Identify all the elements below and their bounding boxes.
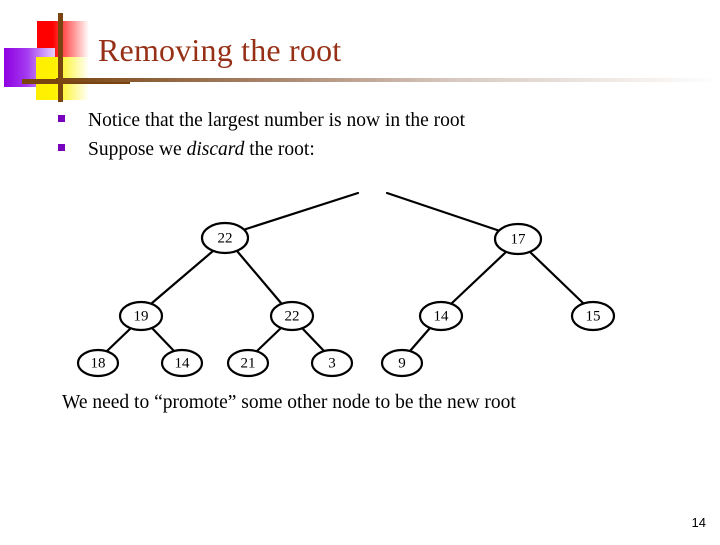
title-underline-rule bbox=[56, 78, 720, 82]
tree-edge bbox=[105, 326, 133, 353]
tree-edge bbox=[385, 191, 502, 233]
tree-edge bbox=[450, 250, 508, 305]
tree-node-label: 19 bbox=[133, 308, 149, 325]
tree-node-circle bbox=[570, 300, 616, 332]
tree-node-label: 14 bbox=[433, 308, 449, 325]
bullet-square-icon bbox=[58, 144, 65, 151]
page-title: Removing the root bbox=[98, 32, 342, 68]
bullet-text-before: Suppose we bbox=[88, 139, 187, 160]
bullet-text-italic: discard bbox=[186, 139, 245, 160]
tree-node-circle bbox=[380, 348, 424, 378]
tree-edge bbox=[150, 249, 215, 305]
tree-edge bbox=[150, 326, 176, 353]
tree-edge bbox=[241, 191, 360, 232]
tree-node-circle bbox=[226, 348, 270, 378]
tree-node-circle bbox=[310, 348, 354, 378]
tree-node-label: 18 bbox=[90, 355, 106, 372]
tree-node-circle bbox=[118, 300, 164, 332]
tree-node-circle bbox=[269, 300, 315, 332]
tree-node-label: 15 bbox=[585, 308, 601, 325]
bullet-list: Notice that the largest number is now in… bbox=[58, 108, 678, 166]
slide-caption: We need to “promote” some other node to … bbox=[62, 392, 516, 413]
tree-node-label: 14 bbox=[174, 355, 190, 372]
bullet-item-label: Notice that the largest number is now in… bbox=[88, 108, 465, 134]
tree-edge bbox=[528, 250, 585, 305]
tree-node-label: 3 bbox=[328, 355, 336, 372]
tree-edge bbox=[300, 326, 326, 353]
list-item: Suppose we discard the root: bbox=[58, 137, 678, 163]
tree-node-circle bbox=[493, 222, 543, 256]
tree-node-circle bbox=[76, 348, 120, 378]
tree-edge bbox=[235, 249, 283, 305]
tree-node-label: 22 bbox=[217, 230, 233, 247]
bullet-text-after: the root: bbox=[244, 139, 315, 160]
tree-node-circle bbox=[200, 221, 250, 255]
page-number: 14 bbox=[691, 515, 706, 530]
bullet-item-label: Suppose we discard the root: bbox=[88, 137, 315, 163]
logo-vertical-bar bbox=[58, 13, 63, 102]
tree-node-label: 9 bbox=[398, 355, 406, 372]
tree-edge bbox=[408, 326, 432, 353]
tree-node-circle bbox=[160, 348, 204, 378]
bullet-text-before: Notice that the largest number is now in… bbox=[88, 110, 466, 131]
tree-node-label: 17 bbox=[510, 231, 526, 248]
list-item: Notice that the largest number is now in… bbox=[58, 108, 678, 134]
tree-edge bbox=[255, 326, 283, 353]
tree-node-label: 21 bbox=[240, 355, 256, 372]
tree-node-circle bbox=[418, 300, 464, 332]
bullet-square-icon bbox=[58, 115, 65, 122]
tree-node-label: 22 bbox=[284, 308, 300, 325]
